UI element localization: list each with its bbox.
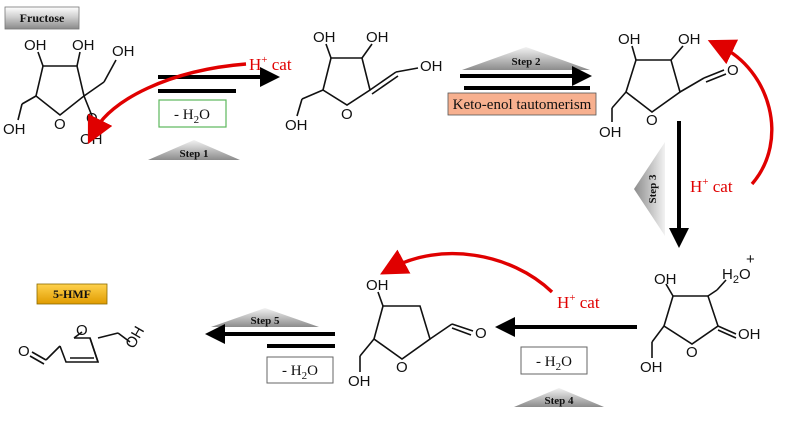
svg-text:O: O [341,106,353,123]
svg-text:O: O [396,359,408,376]
step-5-condition: - H2O [282,363,318,382]
hmf-structure: O O OH [18,322,148,365]
svg-text:O: O [18,343,30,360]
svg-text:O: O [76,322,88,339]
step-2-label-shape [462,47,590,70]
step-3: Step 3 [634,121,689,248]
hmf-compound: 5-HMF O O OH [18,283,148,365]
svg-text:OH: OH [122,323,148,351]
enol-intermediate: OH OH OH O OH [285,29,443,134]
svg-text:OH: OH [348,373,371,390]
catalyst-label-2: H+ cat [690,176,733,196]
svg-text:O: O [646,112,658,129]
protonated-intermediate: OH H2O + OH O OH [640,251,761,376]
fructose-name-label: Fructose [20,11,65,25]
catalyst-curve-1 [87,62,247,145]
svg-text:+: + [746,251,755,268]
svg-text:O: O [86,110,98,127]
svg-text:OH: OH [640,359,663,376]
svg-text:OH: OH [366,277,389,294]
svg-text:OH: OH [366,29,389,46]
step-2-condition: Keto-enol tautomerism [453,97,592,113]
step-3-label: Step 3 [647,174,659,204]
svg-text:OH: OH [3,121,26,138]
catalyst-label-1: H+ cat [249,54,292,74]
step-5-label-shape [211,308,319,327]
svg-text:OH: OH [618,31,641,48]
svg-text:O: O [475,325,487,342]
svg-text:OH: OH [72,37,95,54]
svg-text:OH: OH [678,31,701,48]
fructose-compound: Fructose OH OH O OH O OH OH [3,6,135,148]
step-4-label-shape [514,388,604,407]
svg-text:OH: OH [654,271,677,288]
catalyst-curve-2 [707,39,774,186]
svg-text:OH: OH [420,58,443,75]
hmf-name-label: 5-HMF [53,287,91,301]
svg-text:O: O [54,116,66,133]
svg-text:OH: OH [112,43,135,60]
svg-text:O: O [686,344,698,361]
step-5-label: Step 5 [250,315,280,327]
step-3-label-shape [634,142,665,236]
fructose-name-box [4,6,80,30]
aldehyde-intermediate: OH OH O O OH [599,31,739,141]
step-1-label: Step 1 [179,148,208,160]
catalyst-curve-3 [380,249,554,294]
step-2-label: Step 2 [511,56,541,68]
step-4-condition: - H2O [536,354,572,373]
step-4: - H2O Step 4 [495,317,637,407]
step-1-condition-box [158,99,227,128]
step-1: - H2O Step 1 [148,67,280,160]
svg-text:H2O: H2O [722,266,751,286]
step-4-condition-box [520,346,588,375]
catalyst-label-3: H+ cat [557,292,600,312]
svg-text:OH: OH [313,29,336,46]
step-2: Step 2 Keto-enol tautomerism [447,47,597,116]
deoxy-aldehyde-intermediate: OH O O OH [348,277,487,390]
svg-text:OH: OH [599,124,622,141]
step-2-condition-box [447,92,597,116]
step-5-condition-box [266,356,334,384]
step-5: Step 5 - H2O [205,308,335,384]
step-4-label: Step 4 [544,395,574,407]
fructose-structure: OH OH O OH O OH OH [3,37,135,148]
svg-text:OH: OH [285,117,308,134]
step-1-condition: - H2O [174,107,210,126]
svg-text:O: O [727,62,739,79]
svg-text:OH: OH [80,131,103,148]
svg-text:OH: OH [738,326,761,343]
step-1-label-shape [148,140,240,160]
hmf-name-box [36,283,108,305]
svg-text:OH: OH [24,37,47,54]
